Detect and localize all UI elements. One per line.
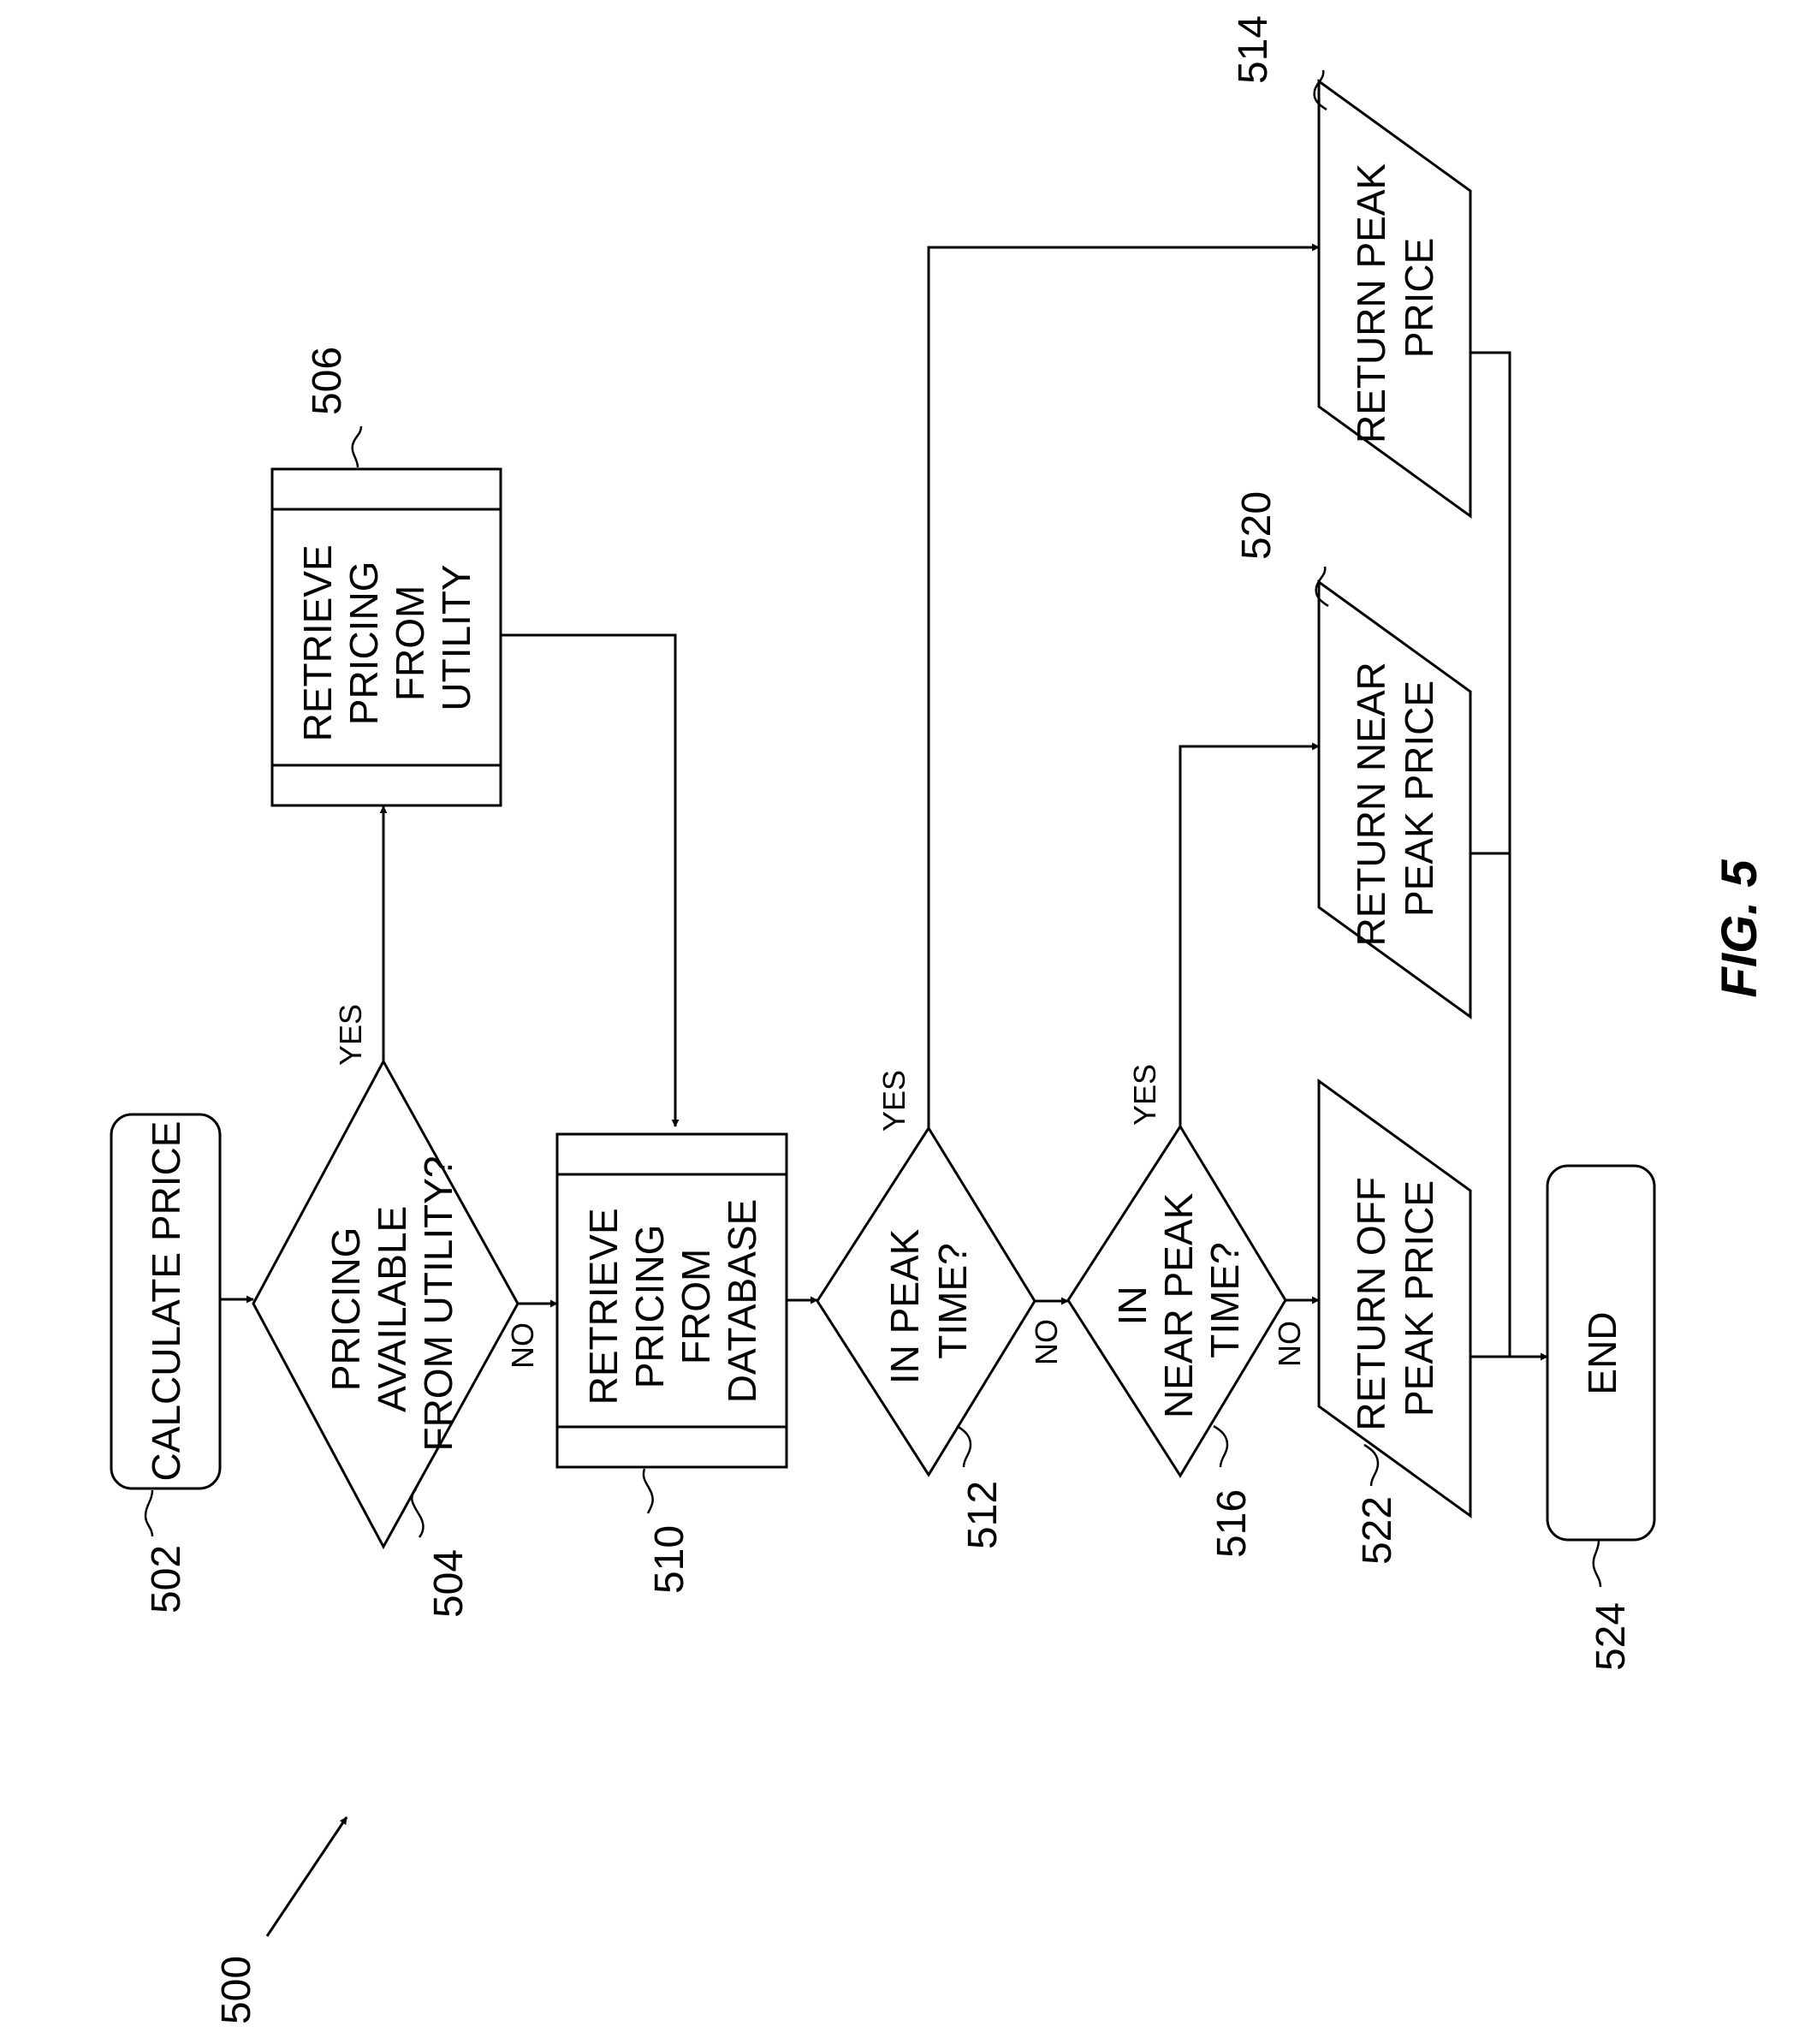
ref-510: 510 [647,1525,692,1594]
edge-labels: YES NO YES NO YES NO [333,1004,1307,1369]
figure-number: 500 [214,1816,348,2024]
yes-label-504: YES [333,1004,368,1066]
leader-524 [1592,1540,1602,1588]
edge-516-520-yes [1179,742,1320,1126]
process-retrieve-from-utility: RETRIEVE PRICING FROM UTILITY [270,467,502,807]
decision-label: PRICING AVAILABLE FROM UTILITY? [324,1156,460,1451]
decision-in-near-peak-time: IN NEAR PEAK TIME? [1066,1124,1287,1478]
ref-516: 516 [1209,1489,1255,1558]
ref-502: 502 [144,1545,189,1613]
no-label-504: NO [505,1322,540,1369]
figure-pointer-arrow [265,1816,348,1937]
decision-label: IN PEAK TIME? [882,1218,975,1384]
leader-506 [351,425,363,468]
output-return-near-peak-price: RETURN NEAR PEAK PRICE [1317,579,1472,1019]
edge-514-end [1470,351,1511,1357]
leader-504 [411,1488,425,1538]
node-end: END [1546,1164,1656,1542]
ref-512: 512 [960,1481,1006,1549]
ref-514: 514 [1231,15,1276,84]
node-label: CALCULATE PRICE [144,1121,188,1482]
leader-514 [1313,69,1327,111]
decision-pricing-available: PRICING AVAILABLE FROM UTILITY? [252,1058,520,1550]
decision-in-peak-time: IN PEAK TIME? [816,1126,1036,1477]
decision-label: IN NEAR PEAK TIME? [1110,1182,1247,1418]
reference-leaders [144,69,1602,1588]
output-label: RETURN NEAR PEAK PRICE [1349,651,1441,946]
figure-number-label: 500 [214,1956,259,2024]
node-label: END [1580,1311,1624,1394]
ref-524: 524 [1588,1602,1634,1671]
edge-512-514-yes [927,243,1320,1128]
reference-numerals: 502 504 506 510 512 516 514 520 522 524 [144,15,1634,1671]
output-return-peak-price: RETURN PEAK PRICE [1317,79,1472,519]
ref-522: 522 [1355,1496,1400,1565]
process-retrieve-from-database: RETRIEVE PRICING FROM DATABASE [555,1132,788,1469]
yes-label-516: YES [1127,1064,1162,1126]
leader-522 [1363,1443,1380,1487]
process-label: RETRIEVE PRICING FROM DATABASE [581,1197,764,1405]
figure-caption: FIG. 5 [1712,859,1767,998]
leader-512 [956,1424,972,1468]
node-calculate-price: CALCULATE PRICE [110,1113,222,1490]
output-label: RETURN PEAK PRICE [1349,152,1441,443]
no-label-516: NO [1272,1321,1307,1367]
ref-504: 504 [426,1549,472,1618]
edge-506-510 [501,633,680,1127]
leader-516 [1213,1424,1229,1468]
no-label-512: NO [1029,1319,1064,1365]
leader-520 [1315,566,1329,608]
connectors [221,243,1548,1361]
leader-510 [642,1468,654,1514]
output-return-off-peak-price: RETURN OFF PEAK PRICE [1317,1078,1472,1518]
leader-502 [144,1489,154,1537]
output-label: RETURN OFF PEAK PRICE [1349,1166,1441,1430]
ref-506: 506 [305,347,350,415]
yes-label-512: YES [876,1070,911,1132]
ref-520: 520 [1234,491,1280,560]
process-label: RETRIEVE PRICING FROM UTILITY [295,534,478,742]
